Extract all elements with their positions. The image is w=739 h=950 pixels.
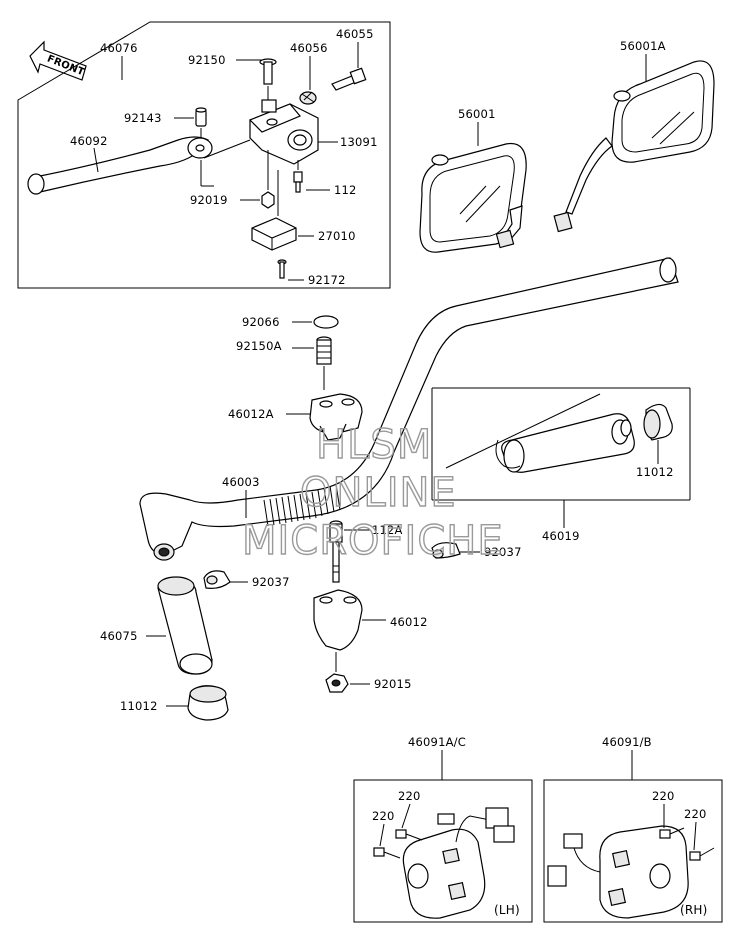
adjuster-screw-part (331, 67, 367, 91)
label-46003: 46003 (222, 475, 260, 489)
switch-screw-lh-a-part (373, 847, 401, 859)
label-11012-right: 11012 (636, 465, 674, 479)
mirror-left-part (419, 142, 527, 253)
cable-clamp-left-part (203, 570, 231, 589)
throttle-grip-part (495, 413, 635, 473)
label-220-lh-a: 220 (372, 809, 395, 823)
watermark-line-1: HLSM (316, 422, 432, 468)
switch-screw-rh-a-part (659, 827, 685, 839)
label-92150: 92150 (188, 53, 226, 67)
label-46091AC: 46091A/C (408, 735, 466, 749)
mirror-right-part (553, 60, 715, 233)
watermark-line-2: ONLINE (300, 470, 457, 516)
label-220-rh-b: 220 (684, 807, 707, 821)
label-46076: 46076 (100, 41, 138, 55)
switch-lh-frame (353, 779, 533, 923)
label-56001A: 56001A (620, 39, 666, 53)
label-92037-right: 92037 (484, 545, 522, 559)
watermark-line-3: MICROFICHE (242, 518, 504, 564)
label-46019: 46019 (542, 529, 580, 543)
holder-nut-part (325, 673, 349, 693)
lower-holder-part (313, 589, 363, 651)
label-46075: 46075 (100, 629, 138, 643)
label-92015: 92015 (374, 677, 412, 691)
switch-housing-lh-part (402, 807, 515, 919)
lever-nut-part (261, 191, 275, 209)
label-92019: 92019 (190, 193, 228, 207)
label-27010: 27010 (318, 229, 356, 243)
throttle-grip-inset-frame (431, 387, 691, 501)
label-112A: 112A (372, 523, 403, 537)
label-13091: 13091 (340, 135, 378, 149)
holder-bolt-part (293, 171, 303, 193)
handlebar-part (139, 257, 679, 561)
label-46092: 46092 (70, 134, 108, 148)
label-92037-left: 92037 (252, 575, 290, 589)
label-92172: 92172 (308, 273, 346, 287)
switch-screw-rh-b-part (689, 847, 715, 861)
clutch-switch-part (251, 217, 297, 251)
clamp-bolt-upper-part (316, 336, 332, 365)
label-112: 112 (334, 183, 357, 197)
clutch-lever-part (27, 136, 213, 195)
grip-end-cap-left-part (187, 685, 229, 721)
grip-end-cap-right-part (643, 403, 673, 441)
front-label: FRONT (45, 53, 85, 78)
label-46012A: 46012A (228, 407, 274, 421)
label-46056: 46056 (290, 41, 328, 55)
label-lh: (LH) (494, 903, 520, 917)
label-46055: 46055 (336, 27, 374, 41)
cable-clamp-right-part (431, 542, 461, 559)
clamp-bolt-lower-part (329, 520, 343, 583)
switch-rh-frame (543, 779, 723, 923)
label-220-lh-b: 220 (398, 789, 421, 803)
label-56001: 56001 (458, 107, 496, 121)
lever-inset-frame (17, 21, 391, 289)
label-92150A: 92150A (236, 339, 282, 353)
label-92143: 92143 (124, 111, 162, 125)
watermark: HLSM ONLINE MICROFICHE (241, 421, 504, 564)
adjuster-knob-part (299, 91, 317, 105)
switch-screw-part (277, 259, 287, 279)
pivot-bushing-part (195, 107, 207, 127)
upper-holder-part (309, 393, 363, 441)
label-92066: 92066 (242, 315, 280, 329)
clamp-cap-part (313, 315, 339, 329)
label-46012: 46012 (390, 615, 428, 629)
front-arrow-icon: FRONT (29, 40, 87, 81)
label-220-rh-a: 220 (652, 789, 675, 803)
switch-screw-lh-b-part (395, 829, 423, 841)
label-46091B: 46091/B (602, 735, 652, 749)
switch-housing-rh-part (547, 825, 689, 919)
label-11012-left: 11012 (120, 699, 158, 713)
label-rh: (RH) (680, 903, 708, 917)
lever-holder-part (248, 99, 319, 165)
left-grip-part (157, 576, 213, 675)
lever-pivot-bolt-part (259, 58, 277, 85)
